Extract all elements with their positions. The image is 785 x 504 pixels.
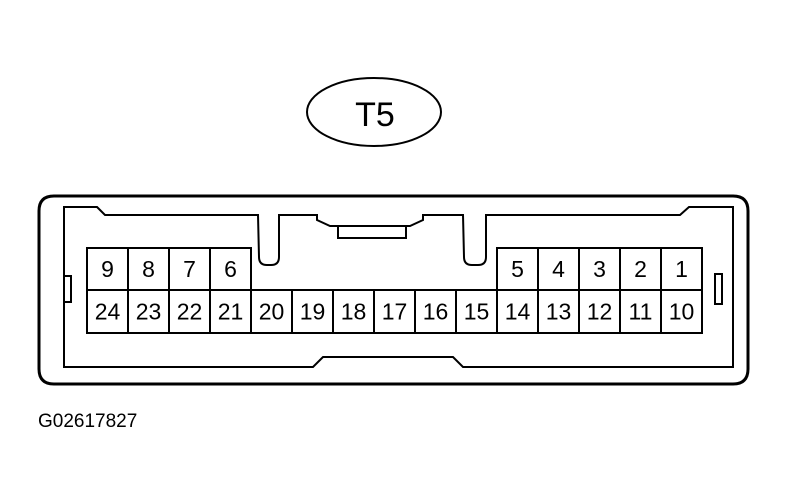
connector-label: T5 (306, 77, 442, 147)
pin-number: 23 (136, 299, 162, 325)
pin-number: 4 (552, 256, 565, 282)
pin-number: 1 (675, 256, 688, 282)
connector-housing (37, 194, 750, 386)
pin-number: 7 (183, 256, 196, 282)
side-tab-right (714, 273, 723, 305)
side-tab-left (63, 275, 72, 303)
pin-number: 14 (505, 299, 531, 325)
pin-number: 11 (629, 299, 653, 325)
latch-tab (337, 225, 407, 239)
pin-number: 10 (669, 299, 695, 325)
figure-code: G02617827 (38, 411, 137, 432)
pin-number: 12 (587, 299, 613, 325)
pin-number: 8 (142, 256, 155, 282)
pin-number: 19 (300, 299, 326, 325)
pin-number: 13 (546, 299, 572, 325)
pin-number: 16 (423, 299, 449, 325)
pin-number: 20 (259, 299, 285, 325)
pin-number: 17 (382, 299, 408, 325)
pin-number: 6 (224, 256, 237, 282)
pin-number: 22 (177, 299, 203, 325)
pin-number: 15 (464, 299, 490, 325)
pin-number: 18 (341, 299, 367, 325)
pin-number: 5 (511, 256, 524, 282)
pin-number: 21 (218, 299, 244, 325)
pin-cell (660, 289, 703, 334)
connector-label-text: T5 (355, 96, 395, 134)
pin-number: 24 (95, 299, 121, 325)
pin-number: 9 (101, 256, 114, 282)
pin-number: 3 (593, 256, 606, 282)
pin-number: 2 (634, 256, 647, 282)
connector-inner-frame (63, 206, 734, 368)
